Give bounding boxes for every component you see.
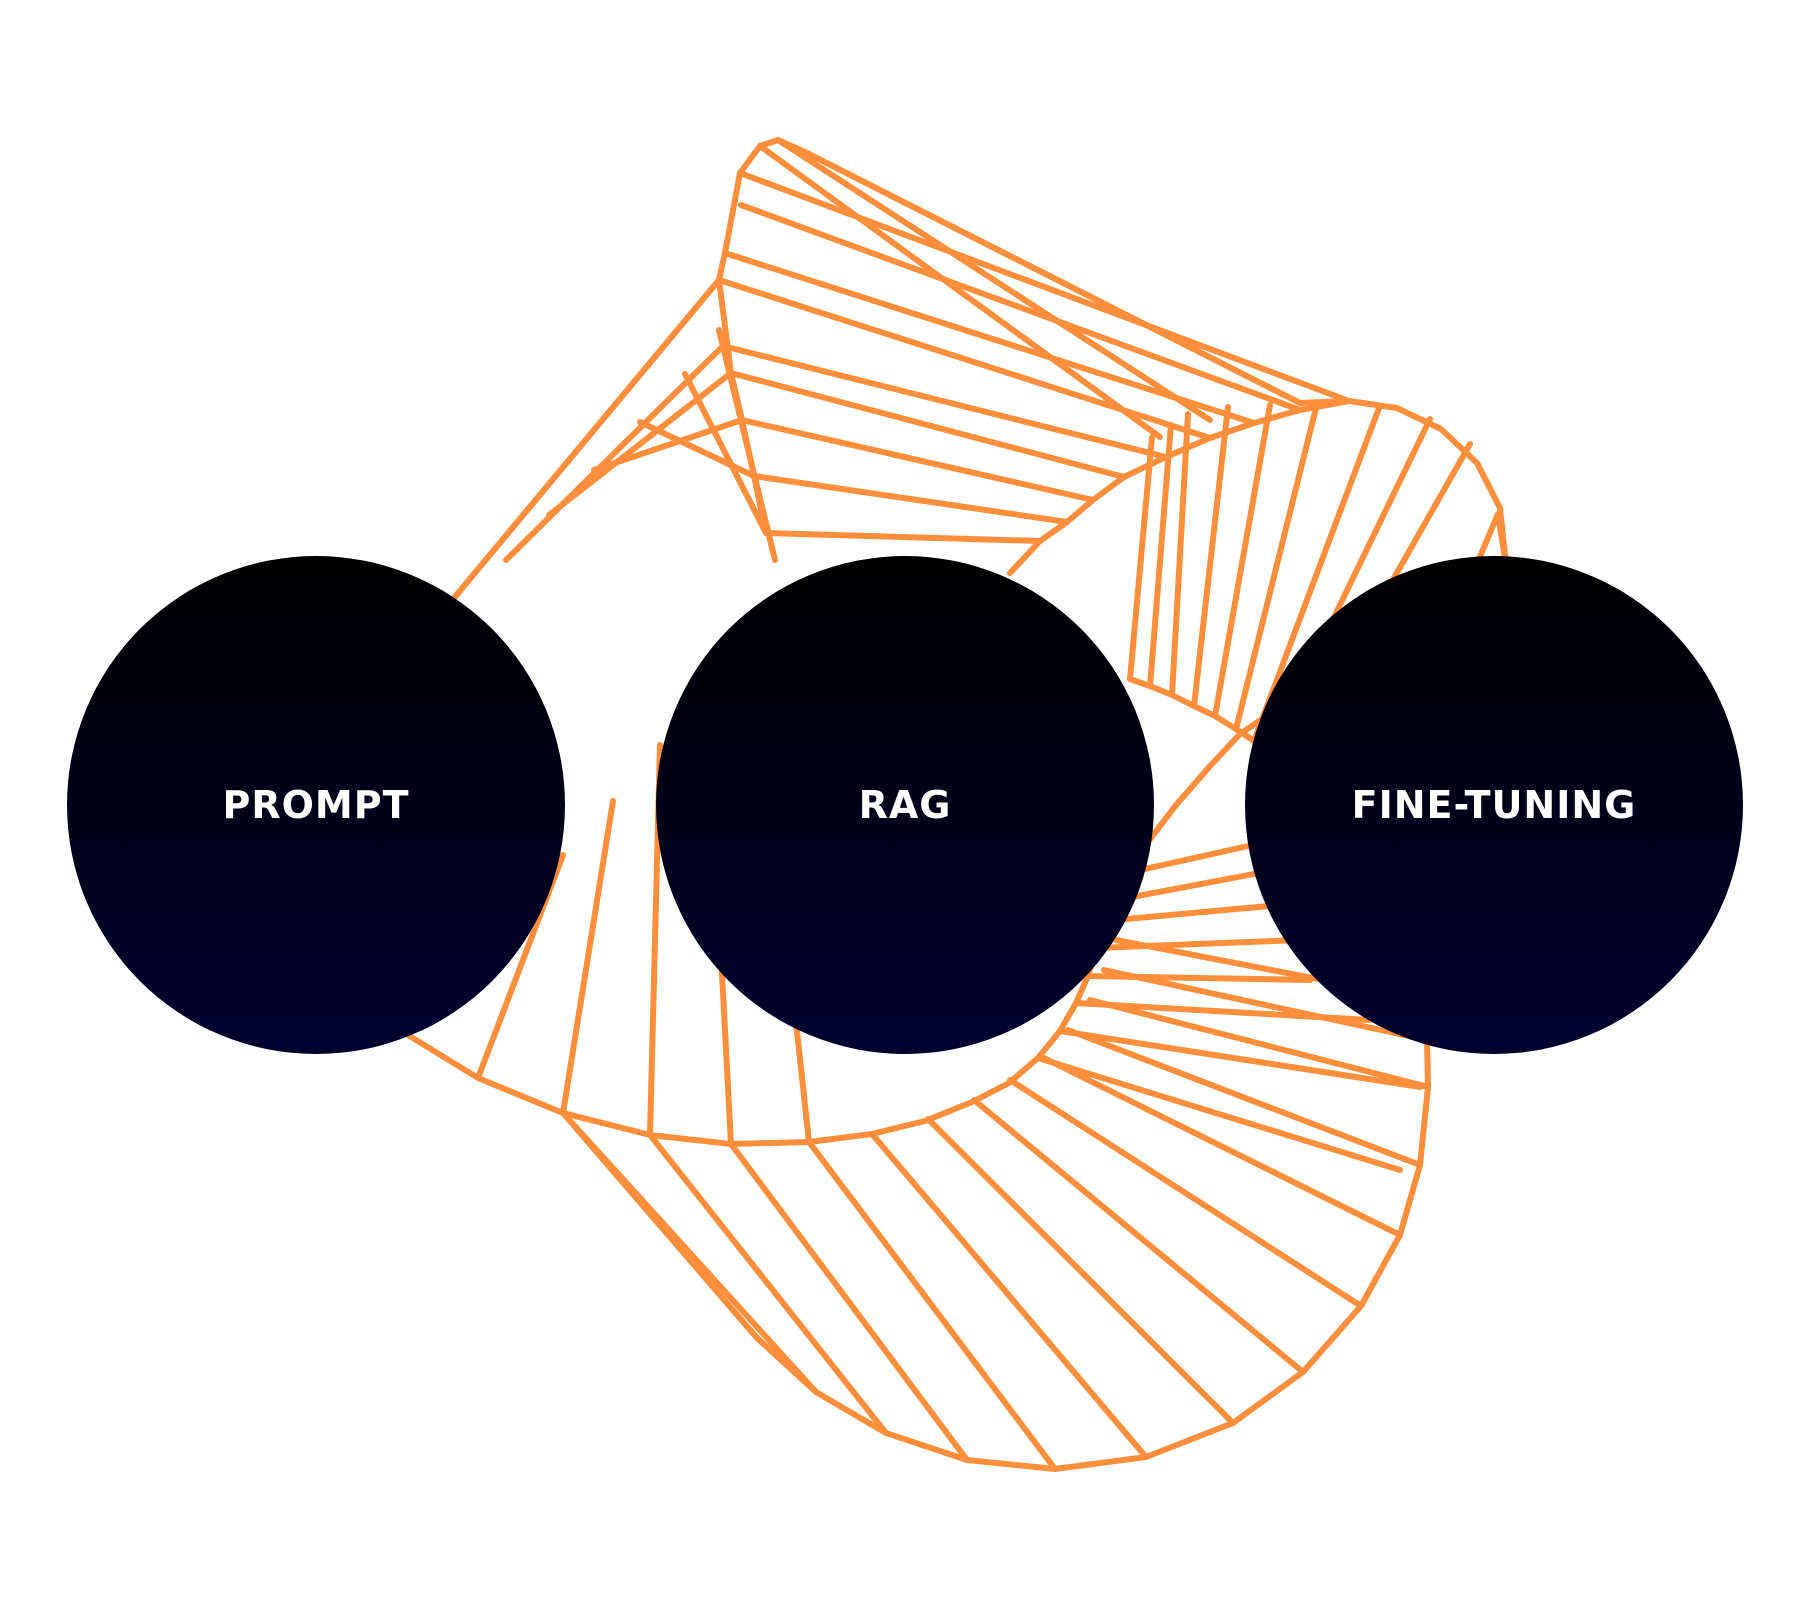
ribbon-rung [971, 1097, 1306, 1375]
rag-label: RAG [859, 783, 952, 827]
ribbon-rung [1065, 1027, 1423, 1168]
ribbon-rung [1233, 405, 1319, 732]
ribbon-rung [751, 473, 1070, 525]
ribbon-rung [647, 1132, 889, 1436]
ribbon-rung [1127, 434, 1155, 682]
ribbon-rung [737, 170, 1352, 404]
ribbon-rung [560, 798, 616, 1116]
ribbon-rung [1191, 404, 1231, 709]
ribbon-rung [1147, 422, 1174, 689]
fine-tuning-label: FINE-TUNING [1352, 783, 1637, 827]
ribbon-rung [1101, 967, 1430, 1043]
ribbon-rung [728, 370, 1127, 480]
ribbon-rung [1057, 1028, 1423, 1090]
prompt-label: PROMPT [222, 783, 409, 827]
fine-tuning-circle[interactable] [1245, 556, 1743, 1054]
ribbon-bottom-edge [560, 1037, 1431, 1472]
ribbon-mesh [405, 137, 1514, 1472]
ribbon-rung [720, 343, 1169, 460]
ribbon-rung [560, 1110, 819, 1395]
rag-node[interactable]: RAG [656, 556, 1154, 1054]
ribbon-rung [775, 137, 1213, 423]
ribbon-rung [1007, 1077, 1364, 1309]
ribbon-rung [682, 371, 769, 536]
ribbon-rung [451, 277, 722, 601]
ribbon-rung [869, 1131, 1149, 1460]
ribbon-rung [925, 1116, 1236, 1426]
ribbon-rung [739, 417, 1096, 503]
ribbon-rung [1169, 411, 1191, 698]
node-group: PROMPT RAG FINE-TUNING [67, 556, 1743, 1054]
rag-circle[interactable] [656, 556, 1154, 1054]
ribbon-rung [716, 327, 778, 563]
ribbon-rung [1093, 937, 1303, 951]
prompt-circle[interactable] [67, 556, 565, 1054]
ribbon-rung [728, 1141, 970, 1463]
ribbon-rung [1035, 1055, 1403, 1173]
ribbon-rung [763, 530, 1043, 544]
ribbon-rung [806, 1139, 1058, 1472]
fine-tuning-node[interactable]: FINE-TUNING [1245, 556, 1743, 1054]
ribbon-rung [1212, 402, 1273, 719]
ribbon-rung [802, 149, 1303, 406]
ribbon-rung [1037, 1053, 1403, 1238]
ribbon-rung [1108, 867, 1278, 904]
ribbon-rung [738, 202, 1303, 413]
ribbon-rung [1085, 973, 1313, 983]
ribbon-top-edge [722, 137, 1509, 568]
ribbon-rung [1101, 902, 1283, 924]
ribbon-rung [1087, 997, 1431, 1090]
ribbon-inner-upper-edge [1007, 398, 1352, 576]
ribbon-rung [1251, 405, 1382, 744]
prompt-node[interactable]: PROMPT [67, 556, 565, 1054]
ribbon-rung [546, 370, 734, 518]
ribbon-rung [1073, 1000, 1373, 1023]
ribbon-rung [757, 143, 1163, 440]
ribbon-rung [591, 417, 745, 473]
